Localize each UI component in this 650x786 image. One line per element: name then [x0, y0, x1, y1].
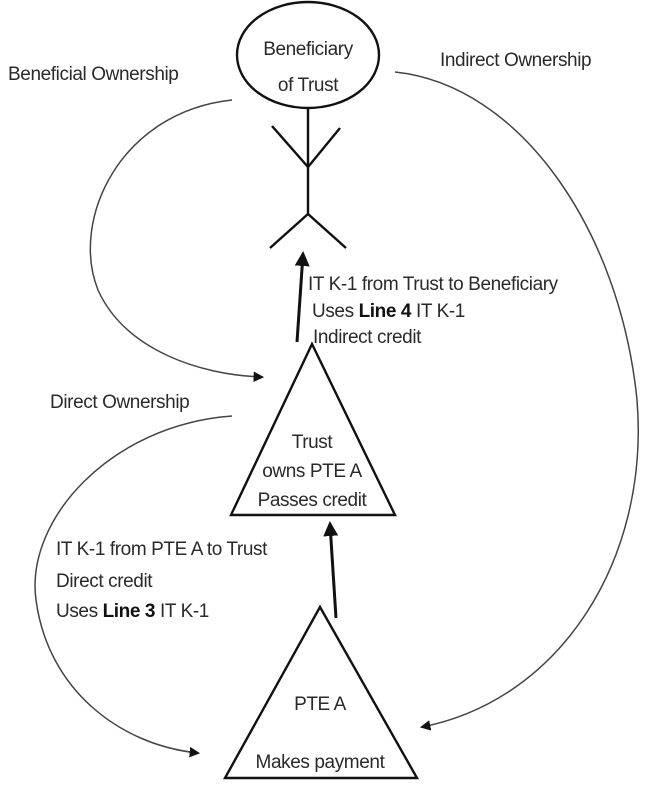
trust-node: Trust owns PTE A Passes credit [229, 341, 397, 517]
pte-to-trust-line3: Uses Line 3 IT K-1 [56, 601, 209, 622]
trust-to-beneficiary-note: IT K-1 from Trust to Beneficiary Uses Li… [308, 274, 559, 348]
line-4-emphasis: Line 4 [359, 301, 412, 322]
trust-label-line3: Passes credit [258, 490, 368, 511]
direct-ownership-label: Direct Ownership [50, 392, 189, 413]
stick-figure-arms [271, 125, 341, 169]
beneficiary-label-line1: Beneficiary [263, 39, 353, 60]
trust-label-line1: Trust [292, 432, 334, 453]
beneficiary-label-line2: of Trust [278, 75, 339, 96]
trust-label-line2: owns PTE A [262, 461, 362, 482]
beneficial-ownership-label: Beneficial Ownership [8, 64, 178, 85]
trust-to-beneficiary-line3: Indirect credit [313, 327, 422, 348]
pte-label-line2: Makes payment [256, 752, 386, 773]
pte-to-trust-note: IT K-1 from PTE A to Trust Direct credit… [56, 539, 269, 622]
pte-to-trust-line1: IT K-1 from PTE A to Trust [56, 539, 268, 560]
beneficiary-node: Beneficiary of Trust [235, 0, 381, 249]
indirect-ownership-arrow [394, 71, 639, 731]
pte-to-trust-arrow [323, 521, 339, 619]
pte-to-trust-line2: Direct credit [56, 571, 153, 592]
pte-label-line1: PTE A [294, 694, 347, 715]
trust-to-beneficiary-line1: IT K-1 from Trust to Beneficiary [308, 274, 559, 295]
trust-triangle [229, 341, 397, 517]
pte-node: PTE A Makes payment [222, 604, 420, 780]
trust-to-beneficiary-arrow [294, 251, 310, 343]
beneficial-ownership-arrow [89, 99, 265, 382]
trust-to-beneficiary-line2: Uses Line 4 IT K-1 [312, 301, 465, 322]
pte-triangle [222, 604, 420, 780]
stick-figure-legs [269, 212, 347, 249]
indirect-ownership-label: Indirect Ownership [440, 50, 591, 71]
line-3-emphasis: Line 3 [103, 601, 156, 622]
direct-ownership-arrow [34, 415, 233, 758]
